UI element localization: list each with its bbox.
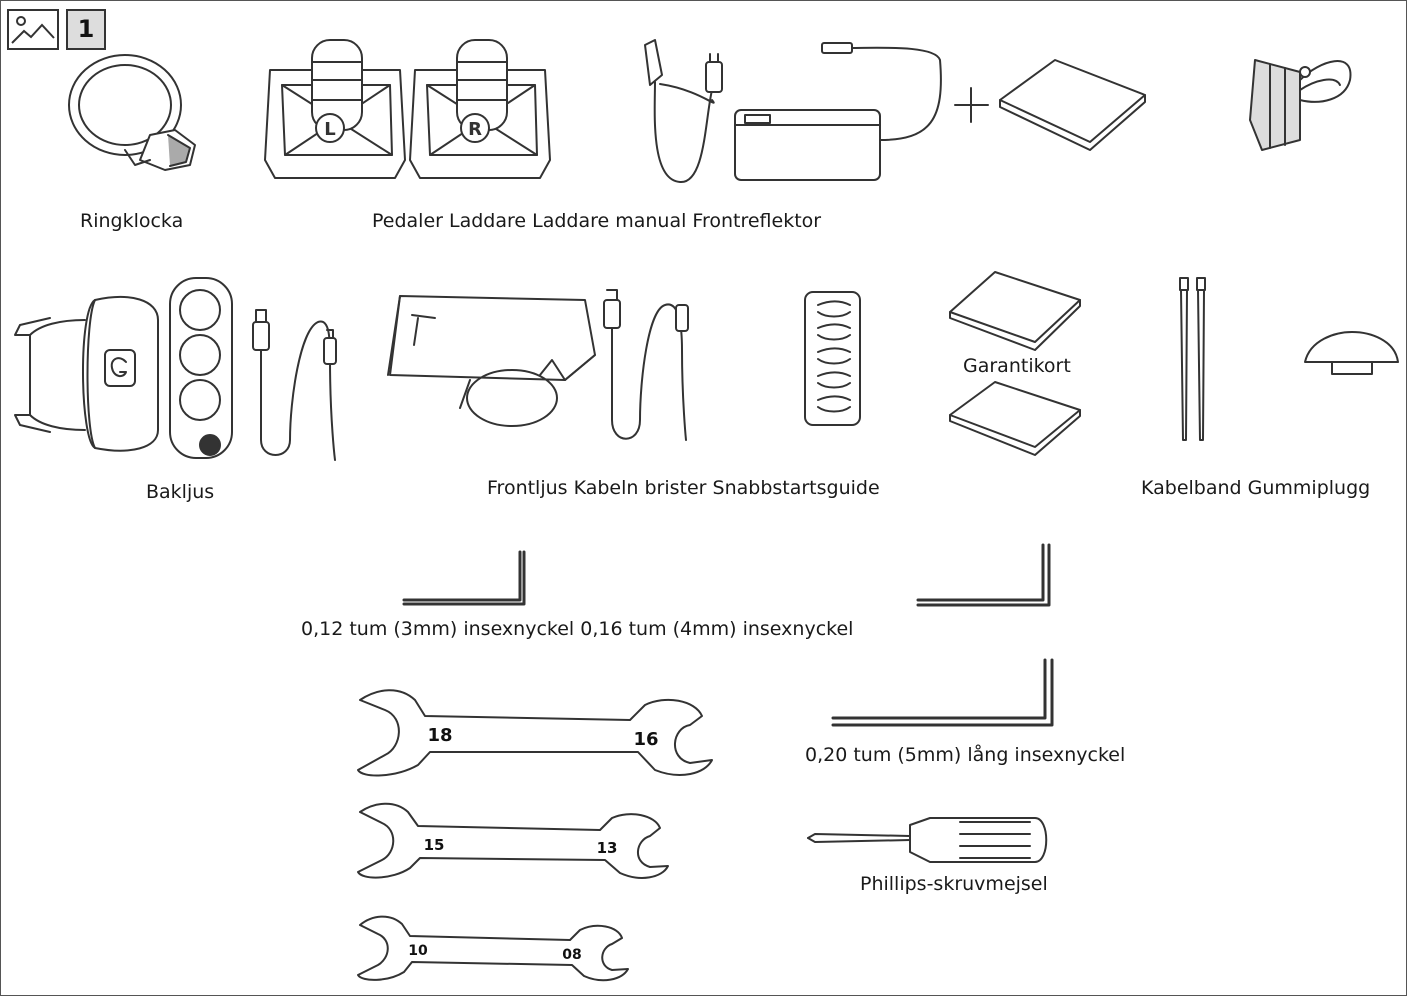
pedal-left-letter: L: [324, 119, 335, 140]
hex-key-3mm-illustration: [402, 550, 526, 606]
charger-illustration: [644, 39, 989, 184]
wrench-3-left-size: 10: [408, 943, 428, 959]
label-kabelband: Kabelband Gummiplugg: [1141, 477, 1371, 499]
phillips-screwdriver-illustration: [807, 817, 1048, 863]
usb-cable-2-illustration: [603, 289, 689, 441]
label-garantikort: Garantikort: [963, 355, 1071, 377]
ring-bell-illustration: [68, 54, 196, 171]
warranty-card-top-illustration: [949, 271, 1081, 351]
label-row2-group: Frontljus Kabeln brister Snabbstartsguid…: [487, 477, 880, 499]
wrench-15-13-illustration: 15 13: [357, 802, 669, 879]
wrench-10-08-illustration: 10 08: [357, 915, 629, 982]
label-screwdriver: Phillips-skruvmejsel: [860, 873, 1048, 895]
cable-clip-illustration: [804, 291, 861, 426]
pedal-left-illustration: L: [264, 39, 406, 179]
label-row1-group: Pedaler Laddare Laddare manual Frontrefl…: [372, 210, 822, 232]
image-icon: [7, 9, 59, 50]
tail-light-illustration: [14, 277, 233, 459]
manual-card-illustration: [999, 59, 1146, 151]
wrench-2-right-size: 13: [597, 839, 618, 857]
cable-ties-illustration: [1179, 277, 1206, 441]
label-hex-long: 0,20 tum (5mm) lång insexnyckel: [805, 744, 1126, 766]
front-reflector-illustration: [1249, 59, 1352, 151]
pedal-right-letter: R: [468, 119, 482, 140]
hex-key-5mm-illustration: [831, 658, 1054, 727]
wrench-3-right-size: 08: [562, 947, 581, 963]
quickstart-card-illustration: [949, 381, 1081, 456]
wrench-1-right-size: 16: [633, 729, 658, 750]
wrench-2-left-size: 15: [424, 836, 445, 854]
front-light-illustration: [387, 295, 596, 427]
label-ringklocka: Ringklocka: [80, 210, 184, 232]
figure-number-badge: 1: [66, 9, 106, 50]
usb-cable-1-illustration: [252, 309, 337, 461]
label-bakljus: Bakljus: [146, 481, 215, 503]
wrench-1-left-size: 18: [427, 725, 452, 746]
label-hex-small: 0,12 tum (3mm) insexnyckel 0,16 tum (4mm…: [301, 618, 854, 640]
wrench-18-16-illustration: 18 16: [357, 689, 713, 777]
hex-key-4mm-illustration: [916, 543, 1051, 607]
pedal-right-illustration: R: [409, 39, 551, 179]
rubber-plug-illustration: [1304, 331, 1399, 375]
